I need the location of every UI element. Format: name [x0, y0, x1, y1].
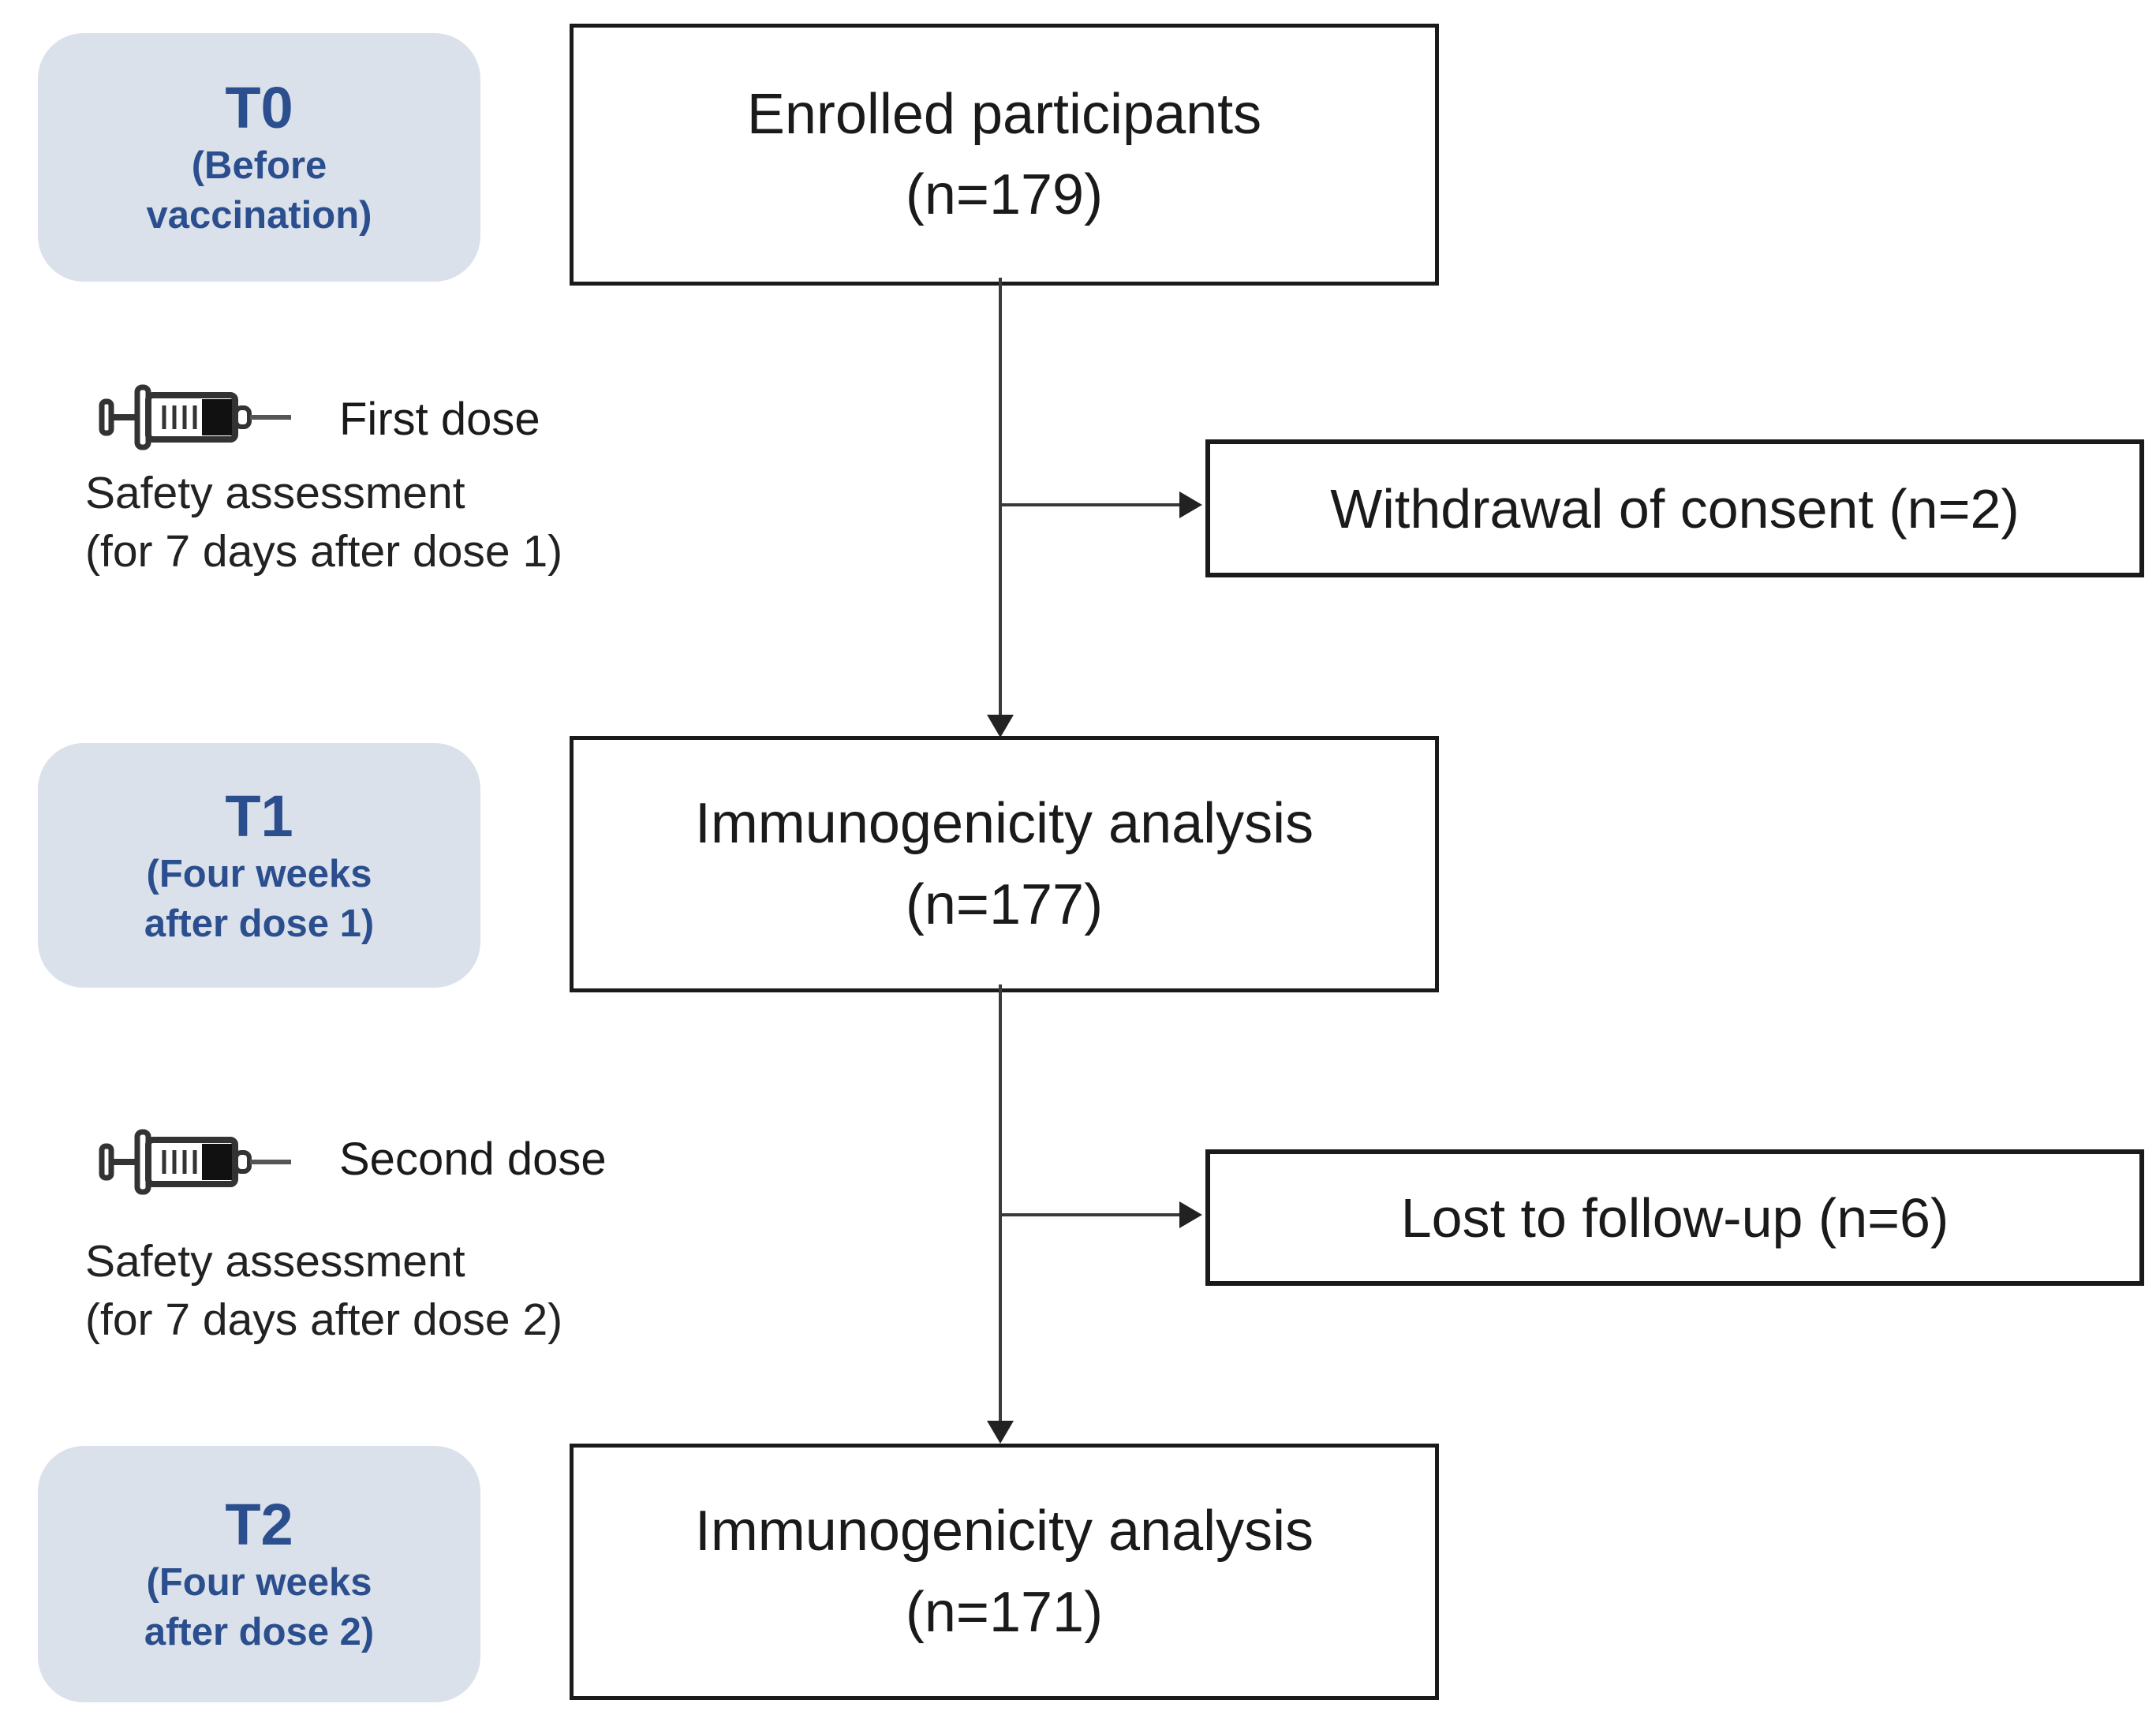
side-box-label: Withdrawal of consent (n=2) [1330, 477, 2020, 540]
box-title: Immunogenicity analysis [694, 792, 1314, 856]
box-title: Enrolled participants [746, 82, 1262, 146]
timepoint-sublabel: (Four weeks after dose 1) [144, 852, 375, 945]
enrolled-participants-box: Enrolled participants (n=179) [570, 24, 1439, 286]
safety-assessment-note-1: Safety assessment (for 7 days after dose… [85, 464, 562, 581]
timepoint-sublabel: (Before vaccination) [146, 144, 372, 237]
timepoint-card-t1: T1 (Four weeks after dose 1) [38, 743, 480, 988]
box-count: (n=177) [905, 872, 1104, 936]
timepoint-label: T2 [225, 1492, 293, 1558]
safety-assessment-note-2: Safety assessment (for 7 days after dose… [85, 1232, 562, 1349]
timepoint-card-t2: T2 (Four weeks after dose 2) [38, 1446, 480, 1702]
syringe-icon [96, 1126, 293, 1197]
branch-line-2 [1000, 1213, 1183, 1216]
flow-line-vertical-2 [999, 984, 1002, 1425]
first-dose-label: First dose [339, 394, 540, 445]
timepoint-sublabel: (Four weeks after dose 2) [144, 1561, 375, 1654]
arrowhead-right-1 [1179, 491, 1202, 518]
arrowhead-down-2 [987, 1421, 1014, 1444]
branch-line-1 [1000, 503, 1183, 506]
arrowhead-down-1 [987, 715, 1014, 738]
timepoint-label: T0 [225, 75, 293, 141]
withdrawal-of-consent-box: Withdrawal of consent (n=2) [1205, 439, 2144, 577]
immunogenicity-analysis-t1-box: Immunogenicity analysis (n=177) [570, 736, 1439, 992]
safety-note-line2: (for 7 days after dose 2) [85, 1294, 563, 1346]
box-count: (n=179) [905, 163, 1104, 226]
flow-line-vertical-1 [999, 278, 1002, 719]
side-box-label: Lost to follow-up (n=6) [1400, 1186, 1949, 1249]
lost-to-followup-box: Lost to follow-up (n=6) [1205, 1149, 2144, 1286]
box-count: (n=171) [905, 1580, 1104, 1644]
syringe-icon [96, 382, 293, 453]
timepoint-card-t0: T0 (Before vaccination) [38, 33, 480, 282]
safety-note-line1: Safety assessment [85, 1236, 465, 1287]
timepoint-label: T1 [225, 783, 293, 849]
arrowhead-right-2 [1179, 1201, 1202, 1228]
safety-note-line2: (for 7 days after dose 1) [85, 526, 563, 577]
second-dose-label: Second dose [339, 1134, 607, 1185]
immunogenicity-analysis-t2-box: Immunogenicity analysis (n=171) [570, 1444, 1439, 1700]
safety-note-line1: Safety assessment [85, 468, 465, 518]
box-title: Immunogenicity analysis [694, 1500, 1314, 1563]
